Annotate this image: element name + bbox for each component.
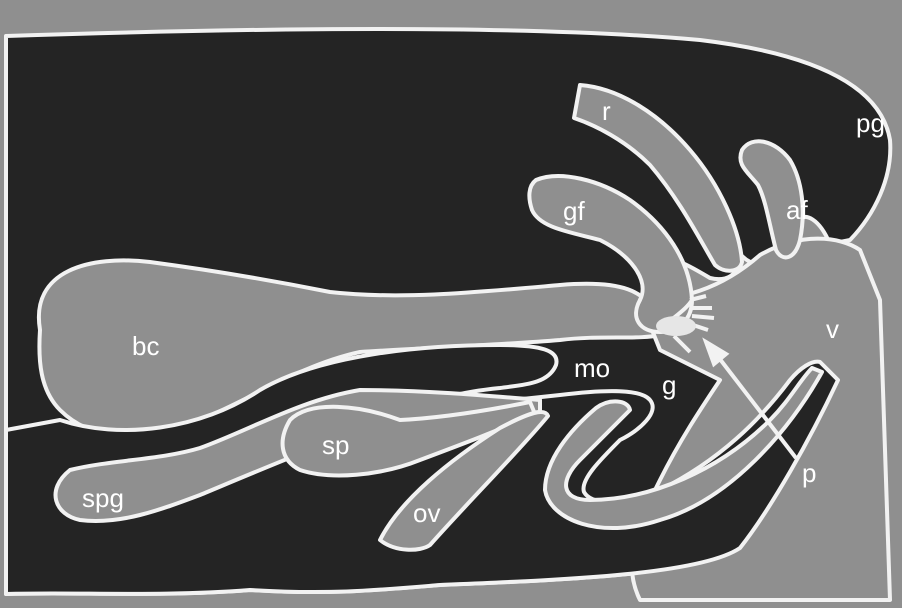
label-gf: gf [563,198,585,224]
label-mo: mo [574,355,610,381]
label-bc: bc [132,333,159,359]
label-spg: spg [82,485,124,511]
label-af: af [786,197,808,223]
label-sp: sp [322,432,349,458]
papilla [656,316,696,336]
label-v: v [826,316,839,342]
label-p: p [802,460,816,486]
label-g: g [662,372,676,398]
label-r: r [602,98,611,124]
label-ov: ov [413,500,440,526]
label-pg: pg [856,110,885,136]
